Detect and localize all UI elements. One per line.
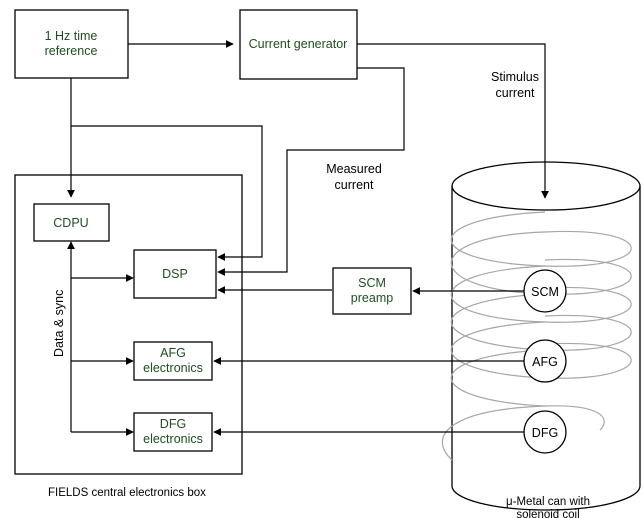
scm-preamp-line1: SCM	[358, 276, 386, 290]
dfg-sensor-label: DFG	[532, 426, 558, 440]
data-sync-label: Data & sync	[52, 290, 66, 357]
cdpu-block: CDPU	[33, 203, 110, 242]
cdpu-label: CDPU	[53, 216, 88, 230]
dfg-electronics-block: DFG electronics	[133, 412, 213, 452]
time-reference-line2: reference	[45, 44, 98, 58]
dfg-electronics-line2: electronics	[143, 432, 203, 446]
afg-sensor: AFG	[523, 339, 567, 383]
afg-electronics-line2: electronics	[143, 361, 203, 375]
current-generator-block: Current generator	[239, 9, 358, 80]
line-measured-current	[217, 67, 405, 276]
time-reference-block: 1 Hz time reference	[14, 9, 129, 79]
afg-electronics-block: AFG electronics	[133, 341, 213, 381]
afg-sensor-label: AFG	[532, 355, 558, 369]
mu-metal-can-line2: solenoid coil	[516, 509, 579, 518]
scm-sensor: SCM	[523, 269, 567, 313]
stimulus-current-line2: current	[496, 86, 535, 100]
afg-electronics-line1: AFG	[160, 346, 186, 360]
line-time-to-dsp	[71, 125, 263, 261]
fields-box-label: FIELDS central electronics box	[48, 487, 206, 499]
line-stimulus-current	[357, 43, 549, 199]
measured-current-line2: current	[335, 178, 374, 192]
dsp-block: DSP	[133, 249, 217, 299]
fields-box	[14, 174, 243, 475]
dfg-sensor: DFG	[523, 410, 567, 454]
mu-metal-can-line1: μ-Metal can with	[506, 496, 590, 508]
dfg-electronics-line1: DFG	[160, 417, 186, 431]
current-generator-label: Current generator	[249, 37, 348, 51]
stimulus-current-line1: Stimulus	[491, 70, 539, 84]
solenoid-coil	[442, 211, 632, 461]
time-reference-line1: 1 Hz time	[45, 29, 98, 43]
mu-metal-can	[451, 161, 641, 511]
scm-sensor-label: SCM	[531, 285, 559, 299]
scm-preamp-line2: preamp	[351, 291, 393, 305]
connections	[67, 40, 549, 436]
measured-current-line1: Measured	[326, 162, 382, 176]
dsp-label: DSP	[162, 267, 188, 281]
scm-preamp-block: SCM preamp	[332, 267, 412, 315]
